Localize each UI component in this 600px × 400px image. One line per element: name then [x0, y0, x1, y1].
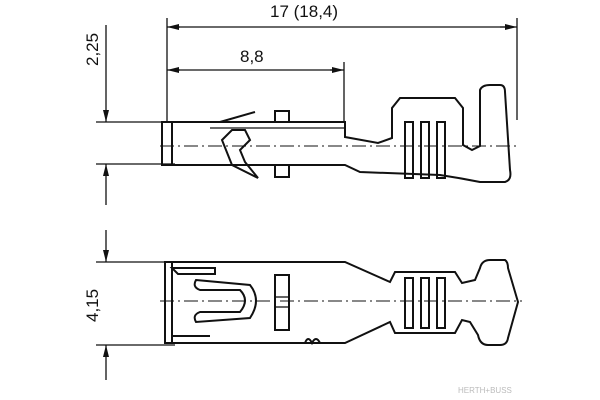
dimension-partial-length: 8,8: [167, 47, 345, 122]
dimension-label-partial: 8,8: [240, 47, 264, 66]
watermark-logo: HERTH+BUSS: [458, 386, 512, 395]
dimension-top-width: 4,15: [83, 230, 175, 380]
dimension-label-side-height: 2,25: [83, 33, 102, 66]
dimension-side-height: 2,25: [83, 25, 175, 205]
connector-side-view: [160, 84, 520, 183]
dimension-label-overall: 17 (18,4): [270, 2, 338, 21]
dimension-label-top-width: 4,15: [83, 289, 102, 322]
connector-top-view: [160, 259, 522, 346]
dimension-overall-length: 17 (18,4): [166, 2, 518, 122]
